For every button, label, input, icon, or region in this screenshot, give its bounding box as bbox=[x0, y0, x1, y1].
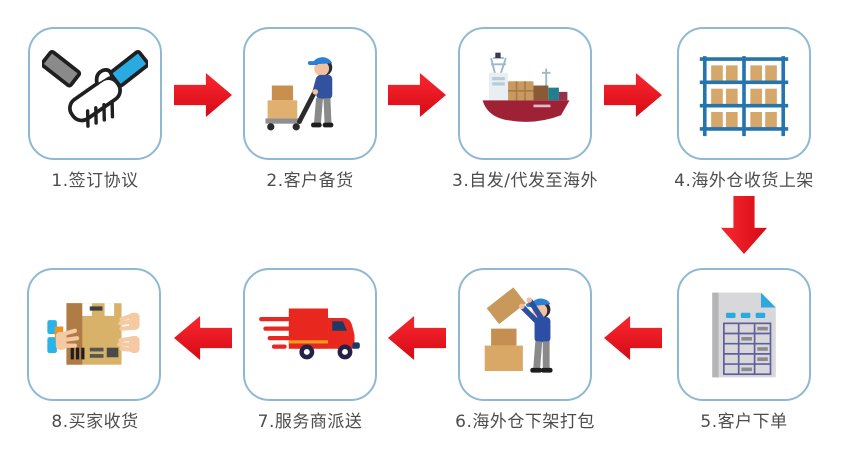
arrow-step1-to-step2 bbox=[174, 73, 232, 117]
buyer-receiving-icon bbox=[47, 302, 140, 365]
arrow-step2-to-step3 bbox=[388, 73, 446, 117]
arrow-step4-to-step5 bbox=[721, 196, 767, 254]
step-label-2: 2.客户备货 bbox=[266, 171, 354, 191]
step-label-6: 6.海外仓下架打包 bbox=[455, 412, 595, 432]
step-label-5: 5.客户下单 bbox=[700, 412, 788, 432]
order-form-icon bbox=[712, 292, 776, 377]
step-label-4: 4.海外仓收货上架 bbox=[674, 171, 814, 191]
step-label-3: 3.自发/代发至海外 bbox=[452, 171, 598, 191]
step-box-6 bbox=[458, 268, 592, 401]
cargo-ship-icon bbox=[482, 52, 570, 122]
step-box-8 bbox=[27, 268, 161, 401]
worker-packing-icon bbox=[484, 286, 553, 373]
step-box-4 bbox=[677, 27, 811, 160]
delivery-truck-icon bbox=[259, 308, 360, 359]
step-box-2 bbox=[243, 27, 377, 160]
arrow-step7-to-step8 bbox=[174, 316, 232, 360]
worker-trolley-icon bbox=[265, 56, 334, 130]
arrow-step6-to-step7 bbox=[388, 316, 446, 360]
step-box-7 bbox=[243, 268, 377, 401]
step-label-7: 7.服务商派送 bbox=[257, 412, 363, 432]
step-box-3 bbox=[458, 27, 592, 160]
step-label-1: 1.签订协议 bbox=[51, 171, 139, 191]
arrow-step3-to-step4 bbox=[604, 73, 662, 117]
step-box-5 bbox=[677, 268, 811, 401]
step-label-8: 8.买家收货 bbox=[51, 412, 139, 432]
arrow-step5-to-step6 bbox=[604, 316, 662, 360]
handshake-icon bbox=[42, 49, 148, 128]
warehouse-rack-icon bbox=[699, 55, 789, 136]
step-box-1 bbox=[28, 27, 162, 160]
